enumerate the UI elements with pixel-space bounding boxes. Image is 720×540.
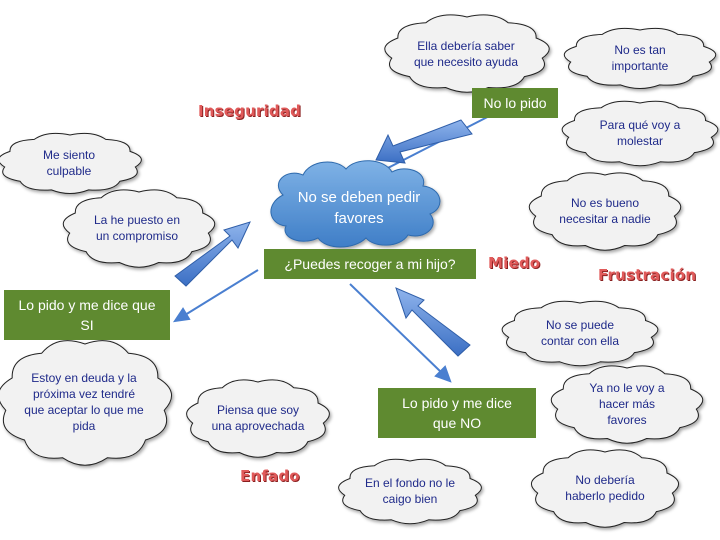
arrow-to-ask-yes: [184, 269, 259, 316]
cloud-aprovechada: [186, 379, 330, 458]
cloud-no-deberia-pedido: [531, 449, 679, 528]
emotion-anger: Enfado: [240, 467, 300, 485]
thought-no-deberia-pedido: No debería haberlo pedido: [565, 473, 645, 503]
block-arrow-insecurity: [375, 119, 473, 164]
thought-para-que-molestar: Para qué voy a molestar: [599, 118, 681, 148]
arrow-head-ask-no: [434, 365, 452, 383]
thought-aprovechada: Piensa que soy una aprovechada: [211, 403, 305, 433]
thought-en-deuda: Estoy en deuda y la próxima vez tendré q…: [24, 371, 144, 433]
cloud-para-que-molestar: [561, 100, 719, 167]
arrow-to-ask-no: [349, 283, 443, 374]
cloud-ella-deberia: [384, 14, 550, 93]
question-box: ¿Puedes recoger a mi hijo?: [264, 249, 476, 279]
cloud-no-tan-importante: [563, 27, 717, 90]
thought-me-siento-culpable: Me siento culpable: [42, 148, 96, 178]
central-belief-cloud: [270, 160, 441, 248]
cloud-en-deuda: [0, 340, 172, 466]
outcome-ask-yes: Lo pido y me dice que SI: [4, 290, 170, 340]
cloud-no-caigo-bien: [338, 458, 482, 525]
emotion-fear: Miedo: [488, 254, 541, 272]
central-belief-label: No se deben pedir favores: [297, 189, 421, 227]
block-arrow-guilt: [174, 221, 251, 287]
block-arrow-frustration: [395, 287, 471, 357]
arrow-head-ask-yes: [172, 307, 191, 323]
cloud-no-contar: [501, 300, 659, 367]
cloud-no-mas-favores: [550, 365, 704, 444]
thought-no-bueno-necesitar: No es bueno necesitar a nadie: [559, 196, 651, 226]
emotion-insecurity: Inseguridad: [198, 102, 302, 120]
cloud-me-siento-culpable: [0, 132, 142, 195]
thought-no-mas-favores: Ya no le voy a hacer más favores: [589, 381, 665, 427]
outcome-dont-ask: No lo pido: [472, 88, 558, 118]
outcome-ask-no: Lo pido y me dice que NO: [378, 388, 536, 438]
thought-ella-deberia: Ella debería saber que necesito ayuda: [413, 39, 519, 69]
thought-compromiso: La he puesto en un compromiso: [93, 213, 181, 243]
cloud-compromiso: [62, 189, 216, 268]
thought-no-caigo-bien: En el fondo no le caigo bien: [364, 476, 456, 506]
thought-no-contar: No se puede contar con ella: [540, 318, 620, 348]
cloud-no-bueno-necesitar: [528, 172, 682, 251]
emotion-frustration: Frustración: [598, 266, 697, 284]
thought-no-tan-importante: No es tan importante: [611, 43, 669, 73]
